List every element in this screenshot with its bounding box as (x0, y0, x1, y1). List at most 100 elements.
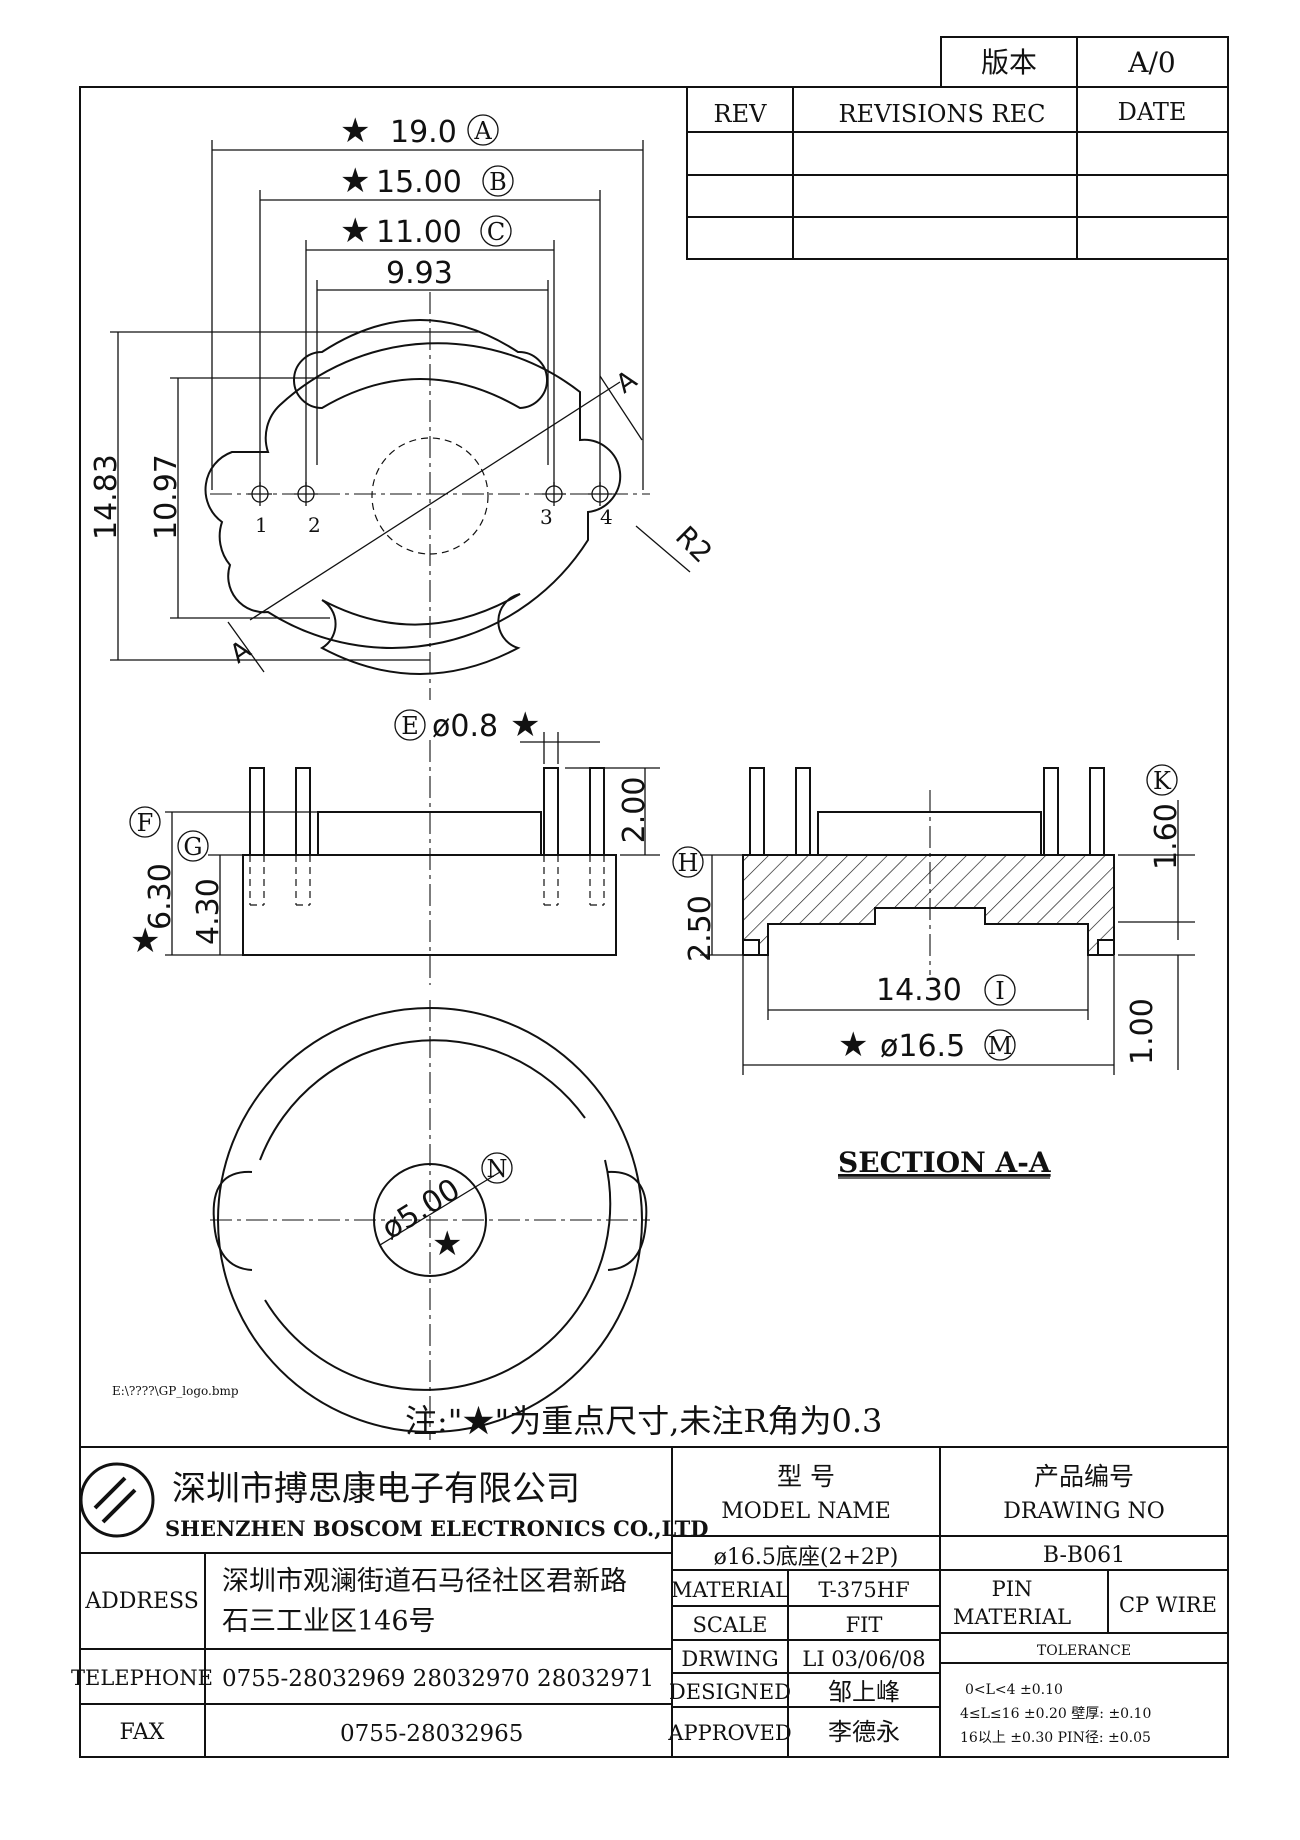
dim-circle-i: I (995, 977, 1004, 1005)
dim-2-00: 2.00 (617, 777, 652, 844)
bottom-inner-ring (259, 1039, 612, 1391)
bottom-right-ear (607, 1170, 648, 1271)
section-pin-2 (795, 767, 811, 856)
lower-slot (319, 593, 521, 675)
image-path-text: E:\????\GP_logo.bmp (112, 1384, 239, 1398)
drawing-label-en: DRAWING NO (1003, 1499, 1165, 1524)
dim-star-m: ★ (838, 1025, 868, 1065)
top-view-outline (204, 342, 622, 649)
upper-slot (293, 319, 548, 410)
dim-14-83: 14.83 (89, 454, 124, 540)
company-name-en: SHENZHEN BOSCOM ELECTRONICS CO.,LTD (165, 1516, 708, 1541)
tolerance-row-1: 0<L<4 ±0.10 (965, 1682, 1063, 1698)
section-mark-a-top: A (611, 365, 643, 400)
dim-19: 19.0 (390, 115, 457, 150)
top-view: 1 2 3 4 ★ 19.0 A ★ 15.00 B ★ 11.00 C 9.9… (89, 111, 719, 700)
drawing-border (79, 86, 1229, 1758)
section-pin-1 (749, 767, 765, 856)
dim-15: 15.00 (376, 165, 462, 200)
drawn-by-label: DRWING (681, 1647, 778, 1671)
revision-box: 版本 A/0 (940, 36, 1229, 88)
company-name-cn: 深圳市搏思康电子有限公司 (172, 1469, 580, 1509)
pin-material-label-1: PIN (992, 1577, 1033, 1601)
scale-value: FIT (846, 1613, 883, 1637)
tolerance-label: TOLERANCE (1037, 1643, 1131, 1659)
front-pins (249, 767, 605, 906)
pin-holes: 1 2 3 4 (248, 482, 613, 537)
section-body (742, 854, 1115, 956)
address-line1: 深圳市观澜街道石马径社区君新路 (222, 1566, 627, 1597)
section-mark-a-bottom: A (225, 635, 257, 670)
dim-14-30: 14.30 (876, 973, 962, 1008)
dim-circle-h: H (678, 849, 699, 877)
pin-3-label: 3 (540, 505, 553, 529)
dim-1-60: 1.60 (1149, 803, 1184, 870)
tolerance-row-3: 16以上 ±0.30 PIN径: ±0.05 (960, 1730, 1151, 1746)
dim-circle-c: C (487, 218, 505, 246)
section-view: K 1.60 1.00 H 2.50 14.30 I ★ ø16.5 M SEC… (672, 764, 1195, 1179)
material-value: T-375HF (818, 1578, 909, 1602)
revisions-rec-header: REVISIONS REC (838, 100, 1045, 128)
dim-circle-k: K (1153, 767, 1172, 795)
fax-value: 0755-28032965 (340, 1721, 523, 1747)
dim-circle-b: B (489, 168, 507, 196)
telephone-label: TELEPHONE (71, 1666, 213, 1690)
dim-star-a: ★ (340, 111, 370, 151)
material-label: MATERIAL (671, 1578, 789, 1602)
dim-circle-g: G (183, 833, 202, 861)
drawing-label-cn: 产品编号 (1034, 1462, 1134, 1491)
dim-pin-dia: ø0.8 (432, 709, 498, 744)
dim-16-5: ø16.5 (880, 1029, 965, 1064)
dim-4-30: 4.30 (191, 878, 226, 945)
dim-star-e: ★ (510, 705, 540, 745)
pin-4-label: 4 (600, 505, 613, 529)
model-value: ø16.5底座(2+2P) (714, 1545, 899, 1570)
fax-label: FAX (120, 1720, 165, 1745)
drawn-by-value: LI 03/06/08 (802, 1647, 925, 1671)
approved-value: 李德永 (828, 1718, 900, 1746)
dim-r2: R2 (669, 520, 719, 570)
dim-circle-m: M (988, 1032, 1013, 1060)
pin-1-label: 1 (255, 513, 268, 537)
designed-label: DESIGNED (669, 1680, 791, 1704)
pin-material-value: CP WIRE (1119, 1593, 1217, 1617)
approved-label: APPROVED (667, 1721, 791, 1745)
dim-circle-f: F (137, 809, 154, 837)
pin-material-label-2: MATERIAL (953, 1605, 1071, 1629)
dim-star-f: ★ (130, 921, 160, 961)
dim-star-n: ★ (432, 1224, 462, 1264)
section-pin-4 (1089, 767, 1105, 856)
drawing-note: 注:"★"为重点尺寸,未注R角为0.3 (405, 1402, 882, 1440)
designed-value: 邹上峰 (828, 1678, 900, 1706)
section-pin-3 (1043, 767, 1059, 856)
bottom-left-ear (212, 1170, 253, 1271)
dim-circle-a: A (473, 117, 492, 145)
dim-11: 11.00 (376, 215, 462, 250)
dim-6-30: 6.30 (143, 863, 178, 930)
dim-10-97: 10.97 (149, 454, 184, 540)
dim-star-c: ★ (340, 211, 370, 251)
dim-1-00: 1.00 (1125, 998, 1160, 1065)
revisions-table: REV REVISIONS REC DATE (686, 86, 1229, 260)
pin-2-label: 2 (308, 513, 321, 537)
section-title: SECTION A-A (838, 1146, 1052, 1179)
tolerance-row-2: 4≤L≤16 ±0.20 壁厚: ±0.10 (960, 1706, 1151, 1722)
dim-circle-e: E (401, 712, 419, 740)
title-block: 深圳市搏思康电子有限公司 SHENZHEN BOSCOM ELECTRONICS… (71, 1446, 1228, 1757)
scale-label: SCALE (693, 1613, 768, 1637)
telephone-value: 0755-28032969 28032970 28032971 (222, 1666, 654, 1692)
address-line2: 石三工业区146号 (222, 1606, 436, 1637)
dim-circle-n: N (487, 1155, 508, 1183)
rev-header: REV (714, 100, 768, 128)
bottom-view: ø5.00 N ★ (210, 1000, 650, 1440)
revision-box-value: A/0 (1127, 46, 1175, 79)
drawing-no-value: B-B061 (1043, 1543, 1125, 1568)
company-logo (79, 1462, 155, 1538)
address-label: ADDRESS (84, 1589, 199, 1614)
model-label-en: MODEL NAME (721, 1499, 891, 1524)
model-label-cn: 型 号 (777, 1462, 835, 1491)
revision-box-label: 版本 (981, 46, 1037, 79)
date-header: DATE (1118, 98, 1187, 126)
dim-2-50: 2.50 (683, 895, 718, 962)
